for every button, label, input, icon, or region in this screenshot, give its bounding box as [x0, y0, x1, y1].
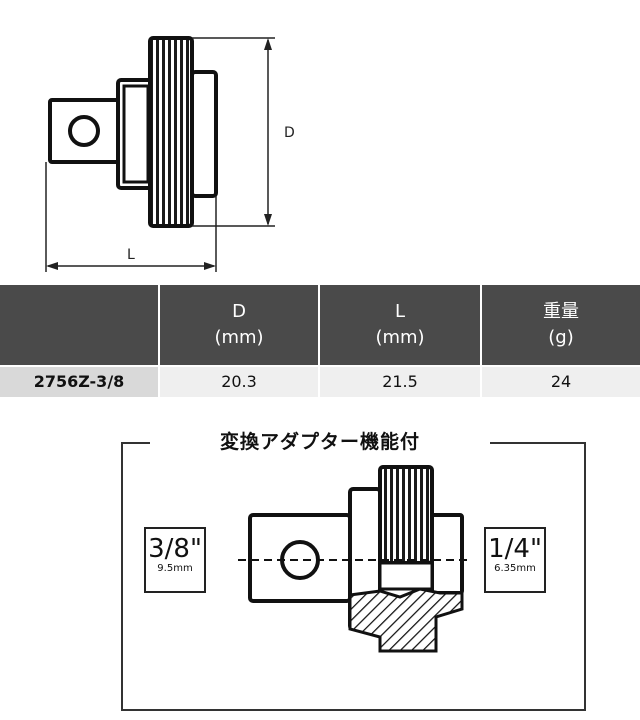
left-size-inch: 3/8"	[148, 534, 202, 564]
right-size-inch: 1/4"	[488, 534, 542, 564]
table-header-weight: 重量 (g)	[482, 285, 640, 365]
table-cell-l: 21.5	[320, 367, 480, 397]
right-size-box: 1/4" 6.35mm	[484, 527, 546, 593]
table-cell-model: 2756Z-3/8	[0, 367, 158, 397]
feature-frame	[121, 442, 586, 711]
table-header-d: D (mm)	[160, 285, 318, 365]
right-size-mm: 6.35mm	[494, 563, 536, 574]
dimension-d-label: D	[284, 125, 295, 141]
left-size-mm: 9.5mm	[157, 563, 193, 574]
spec-table: D (mm) L (mm) 重量 (g) 2756Z-3/8 20.3 21.5…	[0, 285, 640, 403]
left-size-box: 3/8" 9.5mm	[144, 527, 206, 593]
knurled-ring	[148, 36, 194, 228]
conversion-feature-panel: 変換アダプター機能付 3/8" 9.5mm 1/4" 6.35mm	[0, 405, 640, 720]
adapter-side-view-drawing: D L	[45, 36, 295, 272]
table-cell-weight: 24	[482, 367, 640, 397]
detent-hole	[68, 115, 100, 147]
table-cell-d: 20.3	[160, 367, 318, 397]
table-header-l: L (mm)	[320, 285, 480, 365]
dimension-l-label: L	[127, 247, 135, 263]
table-header-blank	[0, 285, 158, 365]
feature-title: 変換アダプター機能付	[168, 427, 472, 454]
adapter-cutaway-drawing	[238, 465, 470, 653]
